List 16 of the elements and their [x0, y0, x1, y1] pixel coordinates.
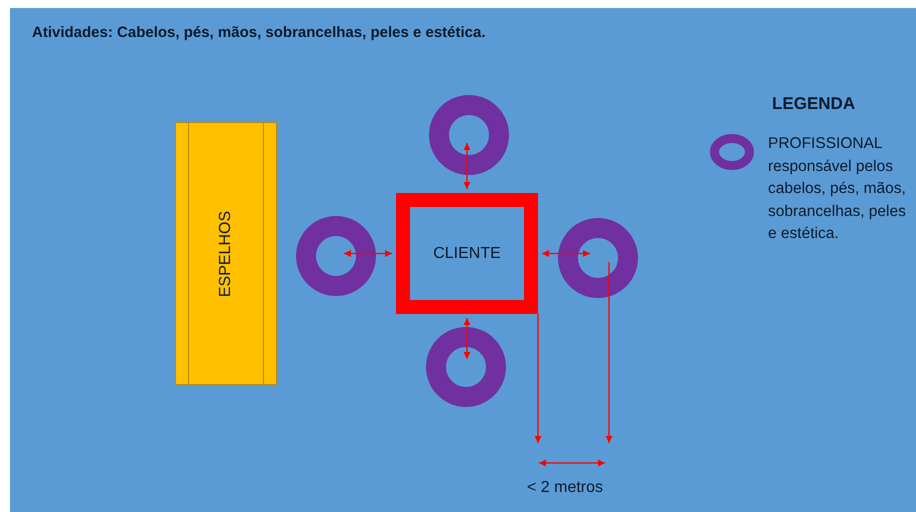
- legend-text: PROFISSIONAL responsável pelos cabelos, pés, mãos, sobrancelhas, peles e estética.: [768, 134, 907, 244]
- double-arrow: [464, 318, 470, 359]
- double-arrow: [542, 250, 590, 257]
- ring-marker: [296, 216, 376, 296]
- legend-heading: LEGENDA: [772, 94, 856, 114]
- ring-marker: [426, 327, 506, 407]
- ring-marker: [429, 95, 509, 175]
- client-frame: [396, 193, 538, 314]
- mirror-label: ESPELHOS: [217, 210, 235, 297]
- double-arrow: [344, 250, 392, 257]
- ring-marker: [558, 218, 638, 298]
- mirror-panel: [175, 122, 277, 385]
- client-label: CLIENTE: [433, 244, 501, 262]
- dimension-label: < 2 metros: [527, 479, 604, 497]
- title: Atividades: Cabelos, pés, mãos, sobrancelhas, peles e estética.: [32, 24, 486, 41]
- double-arrow: [464, 143, 470, 189]
